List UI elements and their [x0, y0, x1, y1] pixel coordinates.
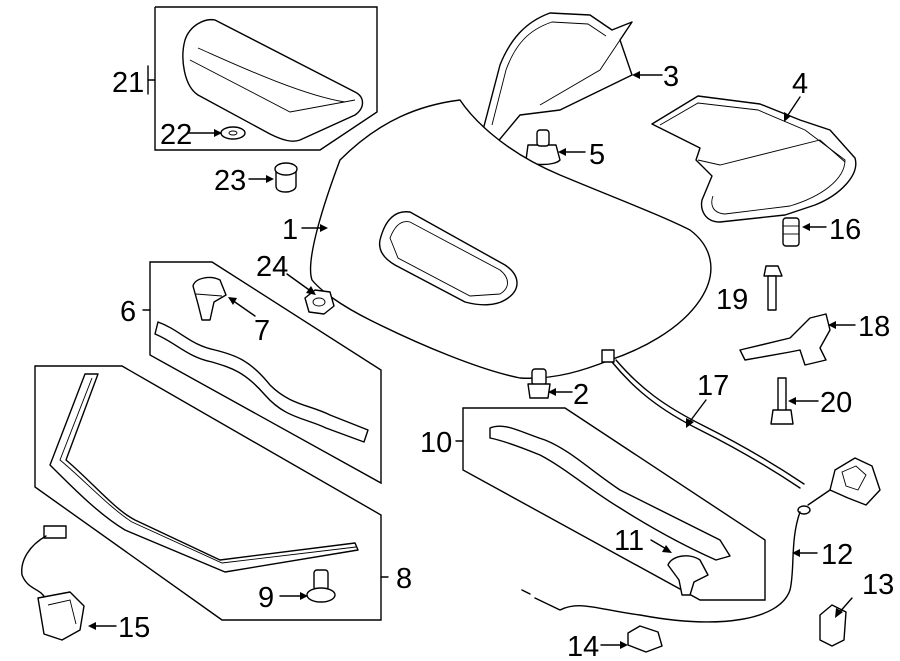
- group-box-21: [147, 6, 378, 151]
- callout-24: 24: [256, 251, 288, 283]
- callout-9: 9: [258, 582, 274, 614]
- callout-11: 11: [614, 525, 644, 557]
- nut-part-24: [304, 289, 335, 315]
- insulator-part-3: [481, 12, 633, 146]
- clip-part-16: [782, 217, 800, 247]
- bolt-part-19: [763, 265, 783, 311]
- bracket-part-18: [739, 313, 831, 366]
- grommet-part-23: [274, 162, 298, 193]
- seal-part-6: [154, 321, 369, 443]
- push-pin-part-9: [306, 569, 336, 603]
- callout-15: 15: [118, 612, 150, 644]
- leader-lines: [88, 71, 856, 649]
- callout-4: 4: [792, 68, 808, 100]
- callout-17: 17: [697, 370, 729, 402]
- callout-18: 18: [858, 311, 890, 343]
- group-box-10: [455, 407, 766, 601]
- callout-5: 5: [589, 139, 605, 171]
- washer-nozzle-part-11: [667, 555, 709, 596]
- callout-8: 8: [396, 563, 412, 595]
- group-box-8: [34, 365, 389, 621]
- callout-12: 12: [821, 539, 853, 571]
- callout-6: 6: [120, 296, 136, 328]
- group-box-6: [142, 261, 382, 485]
- washer-nozzle-part-7: [192, 276, 227, 321]
- seal-part-8: [49, 373, 359, 573]
- washer-part-22: [220, 126, 246, 140]
- callout-3: 3: [663, 61, 679, 93]
- callout-16: 16: [829, 214, 861, 246]
- latch-cable-part-12: [521, 457, 881, 623]
- cable-part-17: [601, 349, 805, 489]
- callout-20: 20: [820, 387, 852, 419]
- callout-1: 1: [282, 214, 298, 246]
- callout-22: 22: [160, 119, 192, 151]
- callout-7: 7: [254, 315, 270, 347]
- release-handle-part-14: [627, 625, 663, 653]
- switch-part-15: [21, 525, 85, 641]
- callout-19: 19: [716, 284, 748, 316]
- hood-scoop-part-21: [182, 18, 364, 142]
- bolt-part-20: [770, 377, 794, 425]
- callout-13: 13: [862, 569, 894, 601]
- callout-2: 2: [573, 379, 589, 411]
- clip-part-13: [819, 604, 847, 647]
- insulator-pad-part-4: [651, 95, 857, 223]
- seal-part-10: [489, 425, 731, 561]
- callout-21: 21: [112, 67, 144, 99]
- callout-10: 10: [420, 427, 452, 459]
- bumper-part-2: [527, 368, 551, 399]
- hood-part-1: [309, 99, 712, 379]
- callout-23: 23: [214, 165, 246, 197]
- callout-14: 14: [567, 631, 599, 661]
- bumper-part-5: [525, 129, 561, 166]
